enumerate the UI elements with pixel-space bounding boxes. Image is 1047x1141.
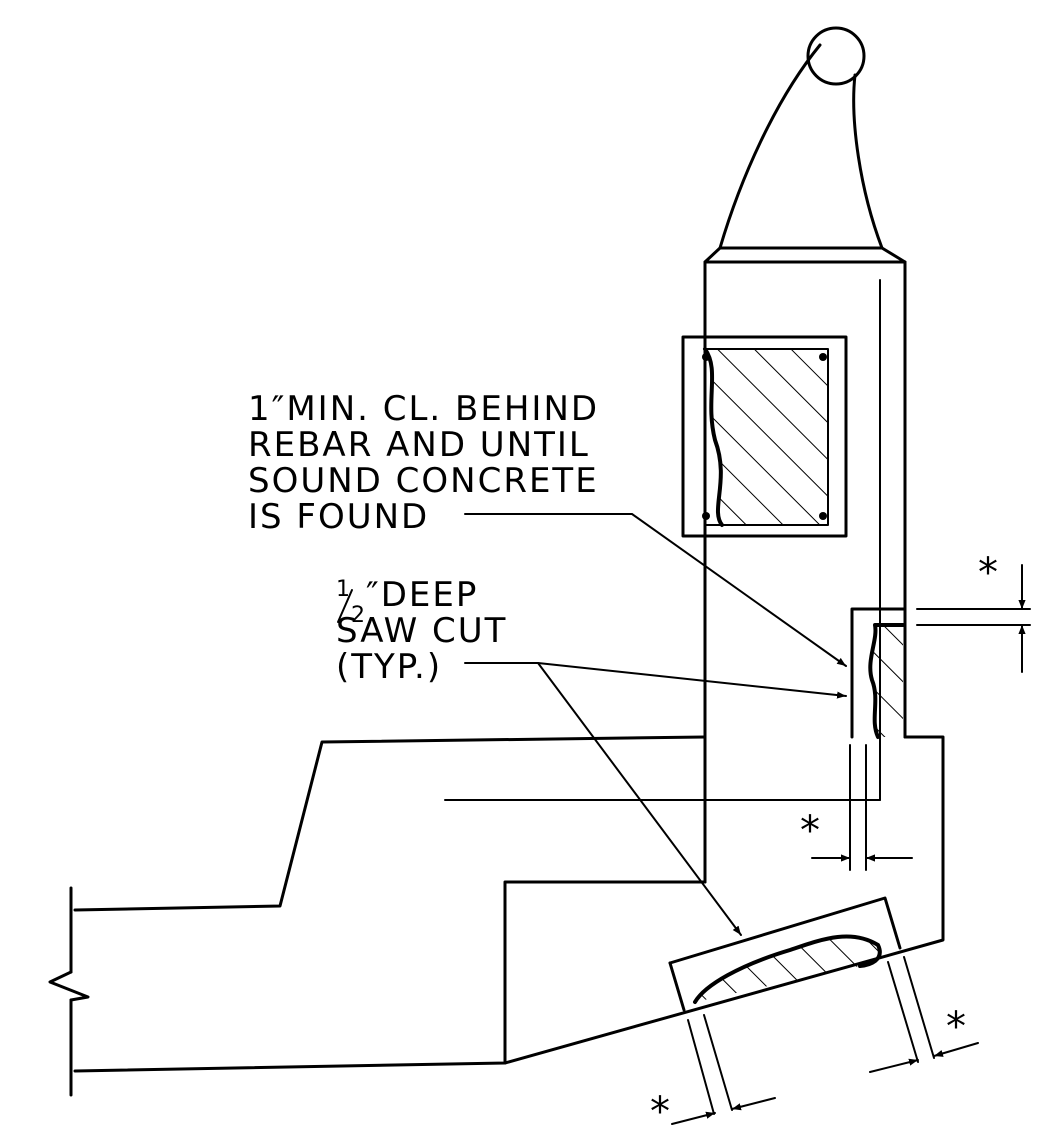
- note-repair-depth: 1″MIN. CL. BEHIND REBAR AND UNTIL SOUND …: [248, 389, 599, 537]
- rebar-dot: [819, 512, 827, 520]
- fraction-numerator: 1: [336, 577, 350, 602]
- note-line: SOUND CONCRETE: [248, 461, 599, 501]
- dim-symbol: *: [800, 808, 820, 854]
- dim-bottom-right: *: [869, 956, 979, 1073]
- note-line: SAW CUT: [336, 611, 507, 651]
- base-repair-area: [850, 607, 907, 739]
- note-line: (TYP.): [336, 647, 442, 687]
- dim-top-right: *: [916, 550, 1031, 673]
- parapet-wall: [444, 260, 907, 884]
- rebar-dot: [819, 353, 827, 361]
- dim-bottom-left: *: [650, 1014, 776, 1135]
- fraction-denominator: 2: [351, 603, 365, 628]
- bottom-repair-area: [668, 896, 902, 1012]
- leader-lines: [464, 513, 847, 936]
- dim-symbol: *: [650, 1089, 670, 1135]
- note-line: REBAR AND UNTIL: [248, 425, 590, 465]
- dim-symbol: *: [946, 1004, 966, 1050]
- deck-slab: [48, 735, 945, 1097]
- dim-symbol: *: [978, 550, 998, 596]
- rebar-dot: [702, 512, 710, 520]
- dim-mid: *: [800, 744, 913, 871]
- rail-post: [703, 26, 907, 264]
- upper-repair-area: [681, 335, 848, 538]
- note-line: IS FOUND: [248, 497, 429, 537]
- note-line: 1″MIN. CL. BEHIND: [248, 389, 599, 429]
- note-saw-cut: 1 2 ″DEEP SAW CUT (TYP.): [336, 575, 507, 687]
- note-line: ″DEEP: [366, 575, 478, 615]
